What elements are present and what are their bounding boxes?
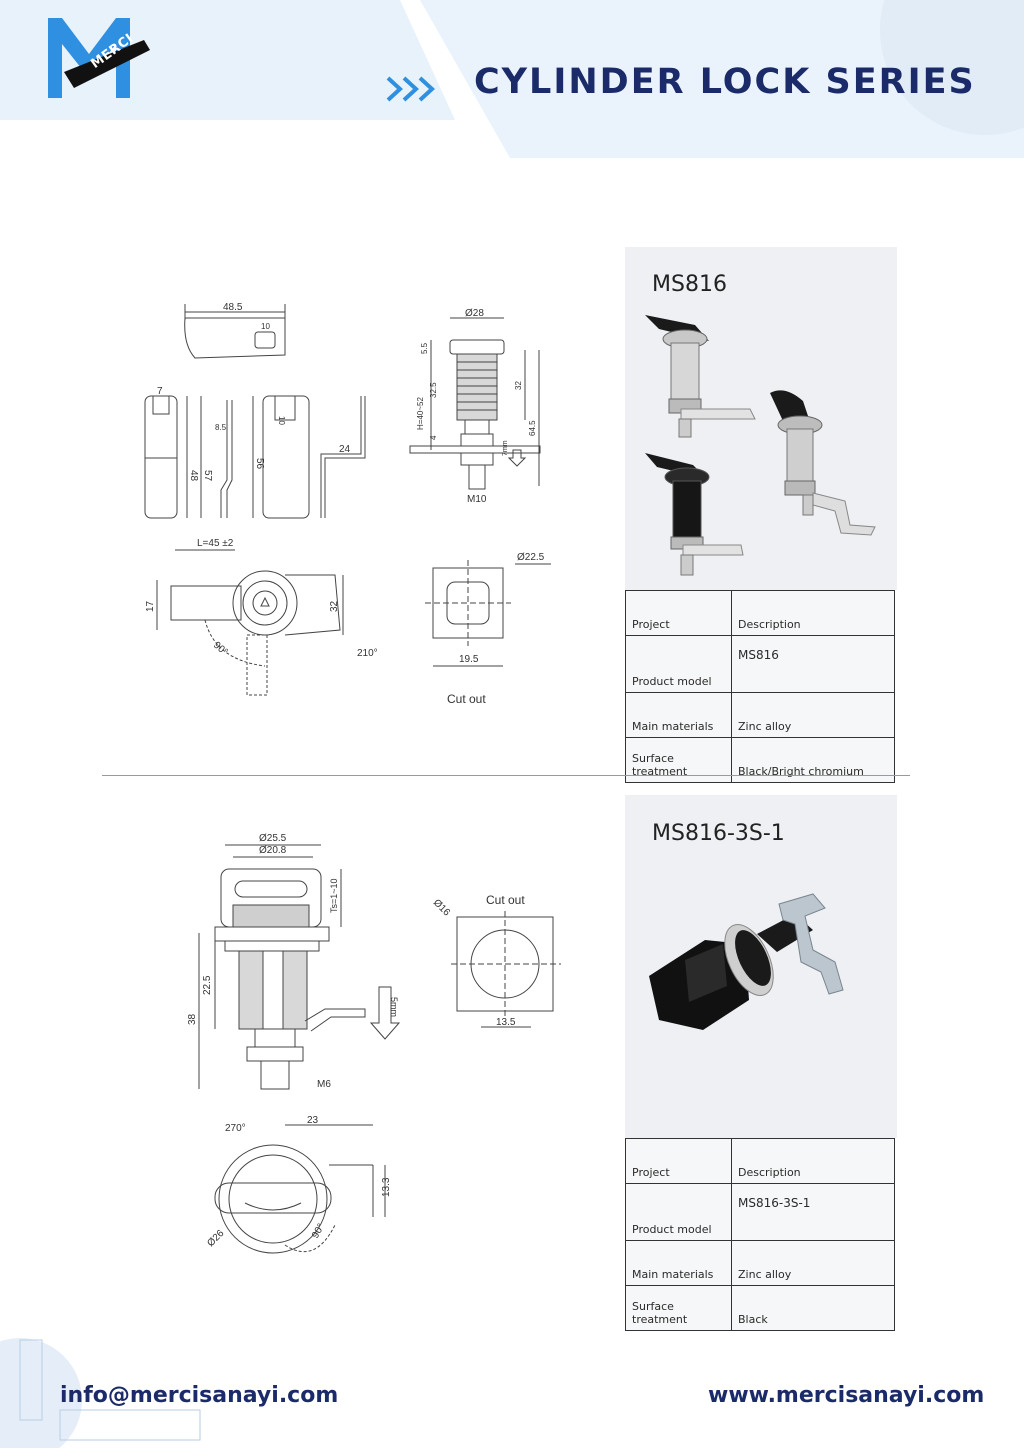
svg-text:Ø16: Ø16 xyxy=(431,897,452,918)
ms816-3s-1-spec-table: Project Description Product model MS816-… xyxy=(625,1138,895,1331)
ms816-3s-1-model-title: MS816-3S-1 xyxy=(652,821,785,846)
row-value: MS816-3S-1 xyxy=(731,1183,895,1241)
ms816-3s-1-cutout-caption: Cut out xyxy=(486,893,525,907)
svg-text:H=40~52: H=40~52 xyxy=(416,397,425,430)
footer-email[interactable]: info@mercisanayi.com xyxy=(60,1383,339,1408)
svg-text:48.5: 48.5 xyxy=(223,302,243,313)
lock-top-view: 270° 23 13.3 Ø26 90° xyxy=(205,1115,392,1254)
svg-text:Ø25.5: Ø25.5 xyxy=(259,833,287,844)
svg-text:22.5: 22.5 xyxy=(202,975,213,995)
table-row: Product model MS816 xyxy=(625,635,895,693)
svg-text:5mm: 5mm xyxy=(389,997,399,1017)
section-divider xyxy=(102,775,910,776)
svg-text:270°: 270° xyxy=(225,1123,246,1134)
svg-text:32.5: 32.5 xyxy=(429,382,438,398)
svg-text:10: 10 xyxy=(277,416,286,425)
svg-text:17: 17 xyxy=(145,600,156,612)
svg-text:64.5: 64.5 xyxy=(528,420,537,436)
key-top-view: 48.5 10 xyxy=(184,302,286,359)
merci-logo xyxy=(48,18,150,98)
svg-text:10: 10 xyxy=(261,322,270,331)
svg-text:M6: M6 xyxy=(317,1079,331,1090)
row-label: Main materials xyxy=(625,1240,732,1286)
svg-text:7: 7 xyxy=(157,386,163,397)
ms816-technical-drawing: 48.5 10 7 48 57 8.5 56 10 24 Ø2 xyxy=(144,302,551,696)
table-row: Product model MS816-3S-1 xyxy=(625,1183,895,1241)
svg-text:Ø20.8: Ø20.8 xyxy=(259,845,287,856)
svg-text:Ts=1~10: Ts=1~10 xyxy=(329,878,339,913)
lock-side-view: Ø25.5 Ø20.8 Ts=1~10 22.5 38 5mm M6 xyxy=(187,833,401,1090)
svg-text:48: 48 xyxy=(188,470,199,482)
lock-top-view: L=45 ±2 17 32 90° 210° xyxy=(145,538,378,696)
chevron-arrows-icon xyxy=(386,76,435,102)
svg-text:90°: 90° xyxy=(211,640,230,658)
row-value: MS816 xyxy=(731,635,895,693)
footer-website[interactable]: www.mercisanayi.com xyxy=(708,1383,985,1408)
svg-text:13.3: 13.3 xyxy=(381,1177,392,1197)
table-row: Surface treatment Black xyxy=(625,1285,895,1331)
ms816-3s-1-technical-drawing: Ø25.5 Ø20.8 Ts=1~10 22.5 38 5mm M6 270° … xyxy=(187,833,561,1254)
ms816-3s-1-product-photo xyxy=(649,893,844,1030)
svg-text:4: 4 xyxy=(429,435,438,440)
row-value: Zinc alloy xyxy=(731,692,895,738)
ms816-product-photo xyxy=(645,315,876,576)
ms816-cutout-caption: Cut out xyxy=(447,692,486,706)
key-side-views: 7 48 57 8.5 56 10 24 xyxy=(144,386,366,519)
table-row: Project Description xyxy=(625,590,895,636)
lock-side-view: Ø28 5.5 32.5 H=40~52 4 32 64.5 7mm M10 xyxy=(409,308,541,505)
ms816-3s-1-cutout-diagram: Ø16 13.5 xyxy=(431,897,561,1028)
svg-text:32: 32 xyxy=(514,381,523,390)
svg-text:13.5: 13.5 xyxy=(496,1017,516,1028)
svg-text:56: 56 xyxy=(254,458,265,470)
table-row: Project Description xyxy=(625,1138,895,1184)
svg-text:Ø26: Ø26 xyxy=(205,1228,226,1249)
row-value: Zinc alloy xyxy=(731,1240,895,1286)
footer-decoration xyxy=(0,1338,201,1448)
svg-text:90°: 90° xyxy=(310,1222,327,1241)
row-value: Black xyxy=(731,1285,895,1331)
svg-text:L=45 ±2: L=45 ±2 xyxy=(197,538,234,549)
svg-text:M10: M10 xyxy=(467,494,487,505)
svg-text:5.5: 5.5 xyxy=(420,342,429,354)
table-header-description: Description xyxy=(731,590,895,636)
row-label: Product model xyxy=(625,1183,732,1241)
svg-text:8.5: 8.5 xyxy=(215,423,227,432)
svg-text:7mm: 7mm xyxy=(502,440,509,456)
table-header-project: Project xyxy=(625,1138,732,1184)
svg-text:57: 57 xyxy=(202,470,213,482)
ms816-spec-table: Project Description Product model MS816 … xyxy=(625,590,895,783)
page-title: CYLINDER LOCK SERIES xyxy=(474,62,976,102)
svg-text:24: 24 xyxy=(339,444,351,455)
svg-text:210°: 210° xyxy=(357,648,378,659)
svg-text:23: 23 xyxy=(307,1115,319,1126)
ms816-cutout-diagram: Ø22.5 19.5 xyxy=(425,552,551,667)
row-label: Surface treatment xyxy=(625,1285,732,1331)
svg-text:19.5: 19.5 xyxy=(459,654,479,665)
svg-text:32: 32 xyxy=(329,600,340,612)
svg-text:Ø22.5: Ø22.5 xyxy=(517,552,545,563)
svg-text:Ø28: Ø28 xyxy=(465,308,484,319)
row-label: Main materials xyxy=(625,692,732,738)
row-label: Product model xyxy=(625,635,732,693)
table-row: Main materials Zinc alloy xyxy=(625,1240,895,1286)
table-row: Main materials Zinc alloy xyxy=(625,692,895,738)
svg-text:38: 38 xyxy=(187,1013,198,1025)
ms816-model-title: MS816 xyxy=(652,272,727,297)
table-header-description: Description xyxy=(731,1138,895,1184)
table-header-project: Project xyxy=(625,590,732,636)
